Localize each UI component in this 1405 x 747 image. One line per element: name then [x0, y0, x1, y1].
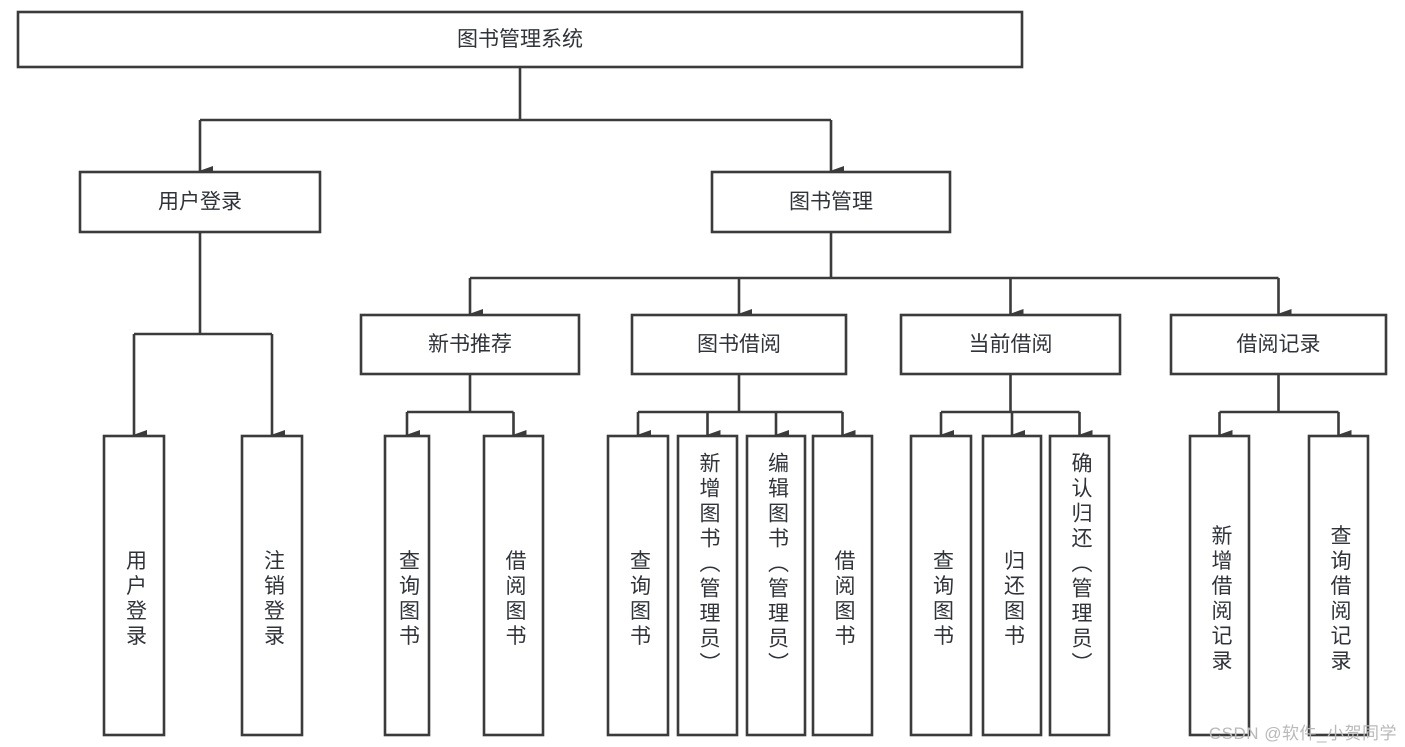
connector-links — [132, 67, 1352, 440]
node-current-borrow[interactable]: 当前借阅 — [899, 313, 1122, 376]
leaf-label: 借阅图书 — [832, 550, 856, 650]
node-leaf-borrow-book-2[interactable]: 借阅图书 — [811, 434, 874, 737]
node-label: 图书管理 — [789, 191, 873, 214]
node-label: 图书管理系统 — [457, 28, 583, 51]
node-leaf-user-login[interactable]: 用户登录 — [102, 434, 166, 737]
leaf-label: 注销登录 — [262, 550, 286, 650]
node-leaf-query-book-3[interactable]: 查询图书 — [909, 434, 973, 737]
node-label: 新书推荐 — [428, 333, 512, 356]
node-leaf-query-book-1[interactable]: 查询图书 — [383, 434, 431, 737]
leaf-label: 新增借阅记录 — [1209, 525, 1233, 675]
node-boxes: 图书管理系统用户登录图书管理新书推荐图书借阅当前借阅借阅记录用户登录注销登录查询… — [16, 10, 1388, 737]
node-user-login[interactable]: 用户登录 — [78, 170, 322, 234]
node-new-book-rec[interactable]: 新书推荐 — [359, 313, 581, 376]
leaf-label: 借阅图书 — [503, 550, 527, 650]
node-leaf-borrow-book-1[interactable]: 借阅图书 — [482, 434, 545, 737]
node-label: 图书借阅 — [697, 333, 781, 356]
leaf-label: 新增图书（管理员） — [697, 452, 721, 677]
node-label: 借阅记录 — [1237, 333, 1321, 356]
node-book-borrow[interactable]: 图书借阅 — [630, 313, 848, 376]
node-label: 当前借阅 — [969, 333, 1053, 356]
leaf-label: 确认归还（管理员） — [1069, 452, 1093, 677]
leaf-label: 编辑图书（管理员） — [766, 452, 790, 677]
node-root-system[interactable]: 图书管理系统 — [16, 10, 1024, 69]
node-leaf-query-borrow-record[interactable]: 查询借阅记录 — [1307, 434, 1370, 737]
leaf-label: 用户登录 — [124, 550, 148, 650]
node-leaf-confirm-return-admin[interactable]: 确认归还（管理员） — [1048, 434, 1111, 737]
node-leaf-add-borrow-record[interactable]: 新增借阅记录 — [1188, 434, 1251, 737]
leaf-label: 查询图书 — [931, 550, 955, 650]
node-leaf-query-book-2[interactable]: 查询图书 — [606, 434, 670, 737]
node-leaf-user-logout[interactable]: 注销登录 — [240, 434, 304, 737]
node-leaf-edit-book-admin[interactable]: 编辑图书（管理员） — [745, 434, 807, 737]
node-borrow-record[interactable]: 借阅记录 — [1169, 313, 1388, 376]
leaf-label: 归还图书 — [1002, 550, 1026, 650]
node-leaf-return-book[interactable]: 归还图书 — [981, 434, 1043, 737]
node-book-manage[interactable]: 图书管理 — [710, 170, 952, 234]
node-leaf-add-book-admin[interactable]: 新增图书（管理员） — [676, 434, 739, 737]
node-label: 用户登录 — [158, 191, 242, 214]
leaf-label: 查询图书 — [628, 550, 652, 650]
leaf-label: 查询图书 — [397, 550, 421, 650]
leaf-label: 查询借阅记录 — [1328, 525, 1352, 675]
